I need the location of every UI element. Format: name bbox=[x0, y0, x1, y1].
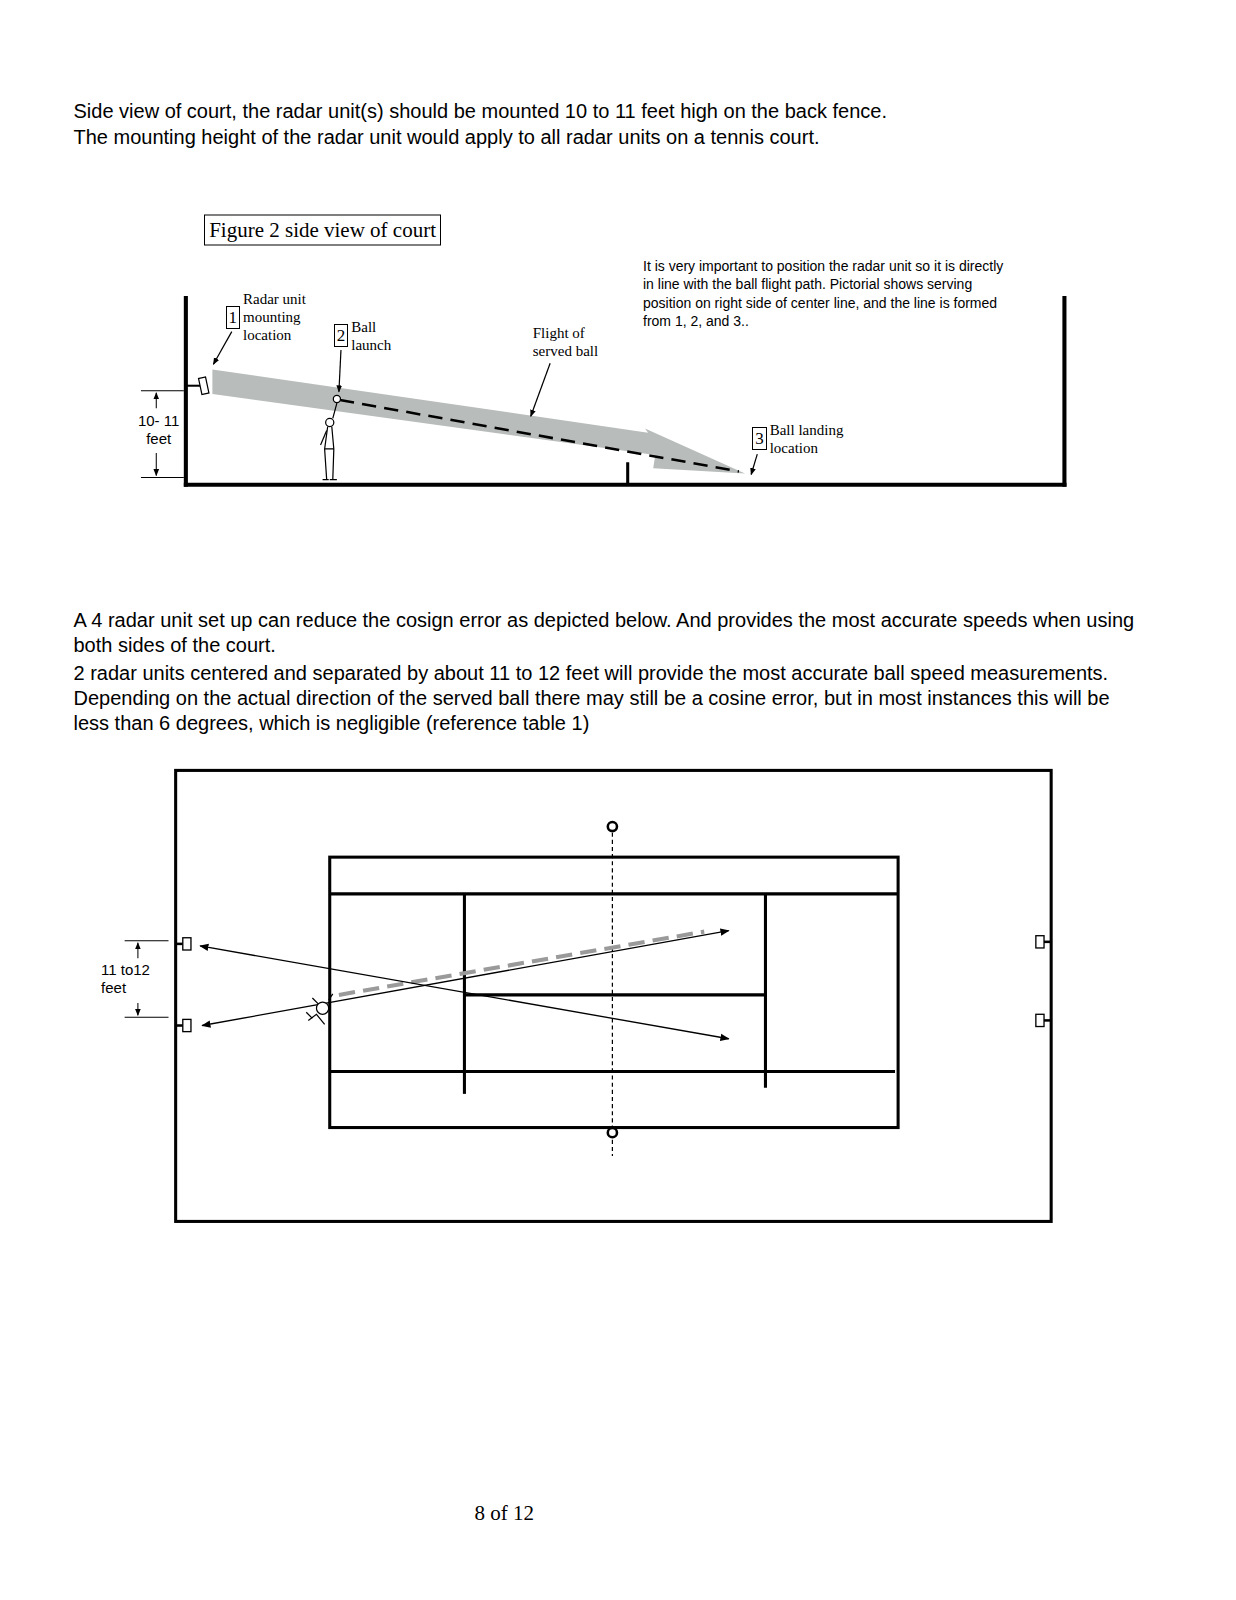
fence-outline bbox=[176, 770, 1052, 1221]
page-number: 8 of 12 bbox=[475, 1500, 535, 1526]
dimension-arrow bbox=[137, 943, 138, 958]
dimension-tick bbox=[141, 390, 184, 391]
callout-label: Ball landing location bbox=[770, 421, 854, 457]
ball-flight bbox=[340, 400, 739, 471]
radar-units bbox=[177, 936, 1050, 1032]
service-line bbox=[764, 894, 767, 1088]
court-surface bbox=[184, 483, 1067, 487]
net bbox=[612, 833, 613, 1156]
top-view bbox=[125, 770, 1052, 1221]
player bbox=[321, 403, 337, 480]
radar-line bbox=[202, 931, 729, 1026]
back-fence bbox=[184, 296, 188, 487]
back-fence bbox=[1062, 296, 1066, 487]
net bbox=[626, 462, 629, 484]
net-post bbox=[608, 1128, 617, 1137]
callout-number: 1 bbox=[226, 306, 241, 329]
radar-beam bbox=[212, 369, 745, 473]
dimension-tick bbox=[125, 1017, 169, 1018]
figure-title: Figure 2 side view of court bbox=[204, 214, 441, 245]
dimension-tick bbox=[125, 940, 169, 941]
leader-arrow bbox=[531, 363, 550, 416]
leader-arrow bbox=[213, 332, 231, 365]
dimension-tick bbox=[141, 477, 184, 478]
figure-title-box: Figure 2 side view of court bbox=[204, 214, 441, 245]
body-text: Side view of court, the radar unit(s) sh… bbox=[73, 99, 886, 124]
callout-label: Flight of served ball bbox=[533, 324, 617, 360]
callout-number: 2 bbox=[334, 324, 349, 347]
player bbox=[306, 994, 333, 1025]
radar-bracket bbox=[186, 385, 200, 387]
leader-arrow bbox=[751, 454, 757, 474]
radar-line bbox=[200, 946, 729, 1039]
body-text: 2 radar units centered and separated by … bbox=[73, 661, 1148, 736]
center-service-line bbox=[464, 993, 765, 996]
dimension-label: 10- 11 feet bbox=[131, 412, 187, 447]
callout-group: 2Ball launch bbox=[334, 318, 400, 354]
leader-arrow bbox=[339, 350, 341, 392]
callout-group: 3Ball landing location bbox=[752, 421, 854, 457]
callout-number: 3 bbox=[752, 427, 767, 450]
dimension-arrow bbox=[156, 393, 157, 408]
court-outline bbox=[330, 857, 898, 1127]
callout-label: Ball launch bbox=[351, 318, 399, 354]
body-text: The mounting height of the radar unit wo… bbox=[73, 125, 819, 150]
radar-unit bbox=[199, 377, 209, 394]
dimension-arrow bbox=[156, 453, 157, 475]
singles-line bbox=[330, 892, 898, 895]
note-text: It is very important to position the rad… bbox=[643, 257, 1009, 330]
callout-label: Radar unit mounting location bbox=[243, 290, 323, 344]
dimension-arrow bbox=[137, 1003, 138, 1015]
ball-path bbox=[339, 932, 704, 995]
callout-group: 1Radar unit mounting location bbox=[226, 290, 324, 344]
dimension-label: 11 to12 feet bbox=[101, 961, 163, 996]
net-post bbox=[608, 822, 617, 831]
body-text: A 4 radar unit set up can reduce the cos… bbox=[73, 608, 1148, 658]
ball bbox=[333, 395, 340, 402]
